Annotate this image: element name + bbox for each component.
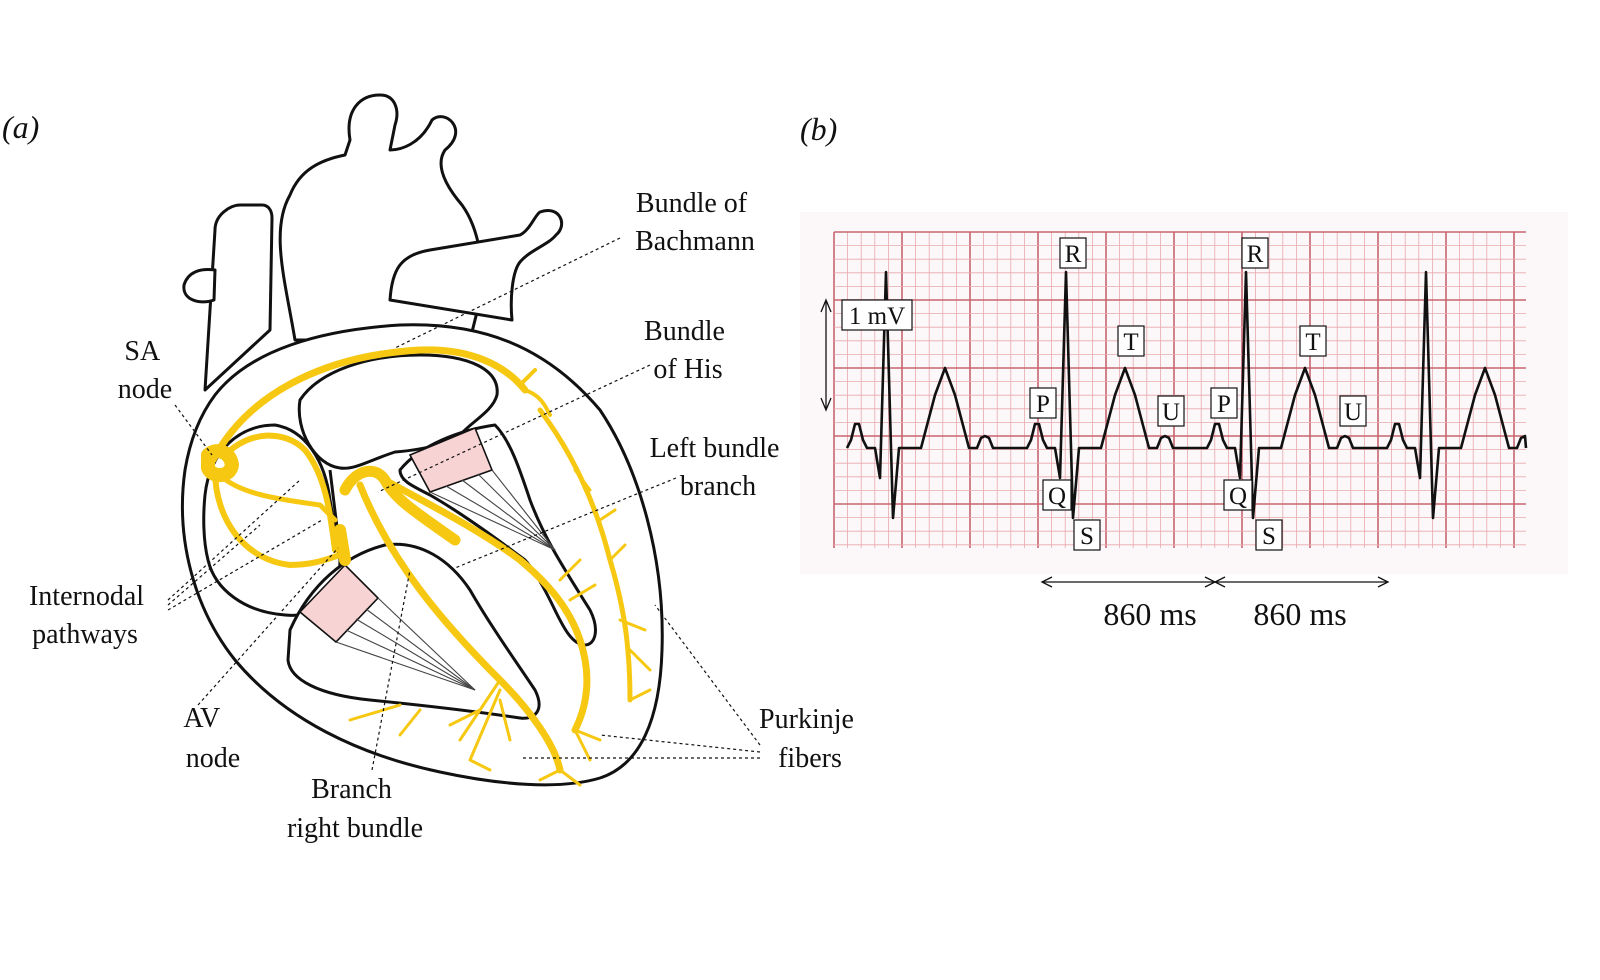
svg-text:S: S	[1262, 523, 1276, 550]
wave-label-u2: U	[1339, 395, 1367, 427]
label-bundle-bachmann: Bundle of Bachmann	[635, 188, 755, 257]
av-node-shape	[334, 524, 351, 566]
label-purkinje-fibers: Purkinje fibers	[759, 704, 861, 774]
chordae-left	[429, 469, 556, 551]
leader-lines	[167, 237, 761, 771]
wave-label-s2: S	[1255, 519, 1283, 551]
ecg-trace	[845, 270, 1528, 520]
sa-node-shape	[201, 444, 239, 483]
svg-text:U: U	[1162, 399, 1180, 426]
rr-interval-arrows	[1040, 576, 1390, 588]
panel-label-a: (a)	[2, 109, 39, 145]
wave-label-p2: P	[1210, 387, 1238, 419]
svg-text:T: T	[1305, 329, 1320, 356]
pulmonary-artery	[388, 209, 563, 322]
left-bundle-branch-path	[381, 476, 591, 734]
wave-label-p1: P	[1029, 387, 1057, 419]
panel-label-b: (b)	[800, 111, 837, 147]
purkinje-fibers-apex	[348, 468, 652, 787]
svg-text:P: P	[1217, 391, 1231, 418]
label-sa-node: SA node	[118, 336, 172, 405]
voltage-scale-label: 1 mV	[849, 303, 905, 330]
label-left-bundle-branch: Left bundle branch	[650, 433, 787, 502]
svg-text:T: T	[1123, 329, 1138, 356]
label-internodal-pathways: Internodal pathways	[29, 581, 151, 650]
ecg-background	[800, 212, 1568, 574]
svg-text:Q: Q	[1048, 483, 1066, 510]
conduction-system	[201, 346, 652, 787]
svg-text:R: R	[1247, 241, 1264, 268]
internodal-pathway-3	[217, 472, 338, 523]
label-right-bundle-branch: Branch right bundle	[287, 774, 423, 844]
wave-label-q2: Q	[1223, 479, 1253, 511]
wave-label-s1: S	[1073, 519, 1101, 551]
wave-label-t1: T	[1117, 325, 1145, 357]
wave-label-u1: U	[1157, 395, 1185, 427]
bachmann-branch	[518, 368, 552, 417]
heart-diagram: (a)	[2, 93, 861, 844]
rr-interval-label-2: 860 ms	[1253, 596, 1346, 632]
ecg-panel: (b) 1 mV R T P U Q S R T P U Q S	[800, 111, 1568, 632]
label-bundle-his: Bundle of His	[644, 316, 732, 385]
internodal-pathway-2	[212, 467, 343, 568]
superior-vena-cava	[203, 203, 274, 392]
voltage-scale-arrow	[820, 298, 832, 412]
bachmann-bundle-path	[209, 346, 529, 464]
svg-text:Q: Q	[1229, 483, 1247, 510]
voltage-scale-label-box	[841, 299, 913, 331]
label-av-node: AV node	[183, 703, 240, 774]
svg-text:P: P	[1036, 391, 1050, 418]
pulmonary-vein-stub	[182, 268, 217, 304]
svg-text:R: R	[1065, 241, 1082, 268]
chordae-right	[335, 597, 476, 691]
rr-interval-label-1: 860 ms	[1103, 596, 1196, 632]
wave-label-r1: R	[1059, 237, 1087, 269]
svg-text:U: U	[1344, 399, 1362, 426]
wave-label-q1: Q	[1042, 479, 1072, 511]
wave-label-r2: R	[1241, 237, 1269, 269]
svg-text:S: S	[1080, 523, 1094, 550]
wave-label-t2: T	[1299, 325, 1327, 357]
right-bundle-branch-path	[356, 481, 564, 774]
